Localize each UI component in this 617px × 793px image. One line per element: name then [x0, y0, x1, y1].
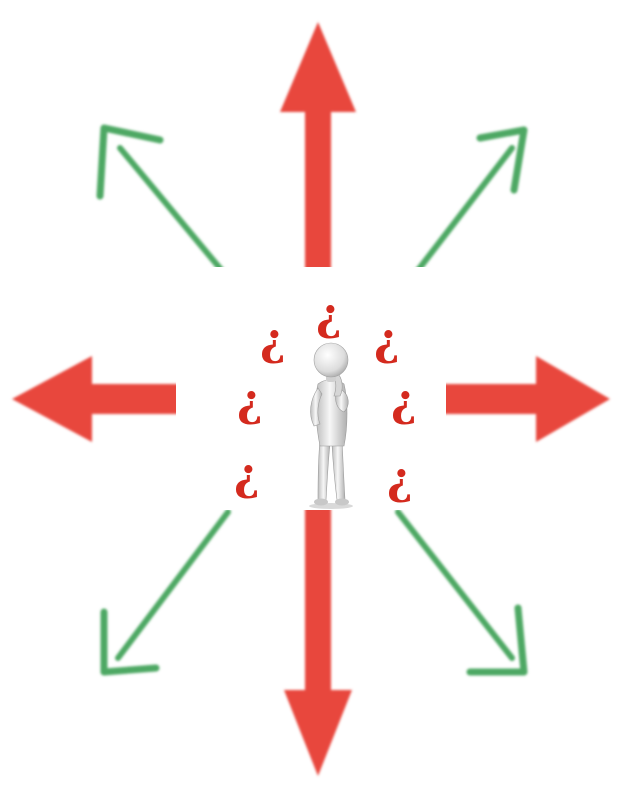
question-mark: ¿ [391, 376, 417, 427]
arrow-up-right-icon [412, 130, 524, 278]
arrow-left-icon [12, 356, 188, 442]
arrow-right-icon [440, 356, 610, 442]
question-mark: ¿ [374, 315, 400, 366]
question-mark: ¿ [260, 315, 286, 366]
arrow-up-icon [280, 22, 356, 280]
arrow-down-left-icon [104, 512, 228, 672]
question-mark: ¿ [234, 450, 260, 501]
question-mark: ¿ [237, 376, 263, 427]
arrow-down-right-icon [398, 512, 524, 672]
arrow-up-left-icon [100, 128, 228, 278]
question-mark: ¿ [316, 290, 342, 341]
question-mark: ¿ [387, 454, 413, 505]
arrow-down-icon [284, 505, 352, 776]
